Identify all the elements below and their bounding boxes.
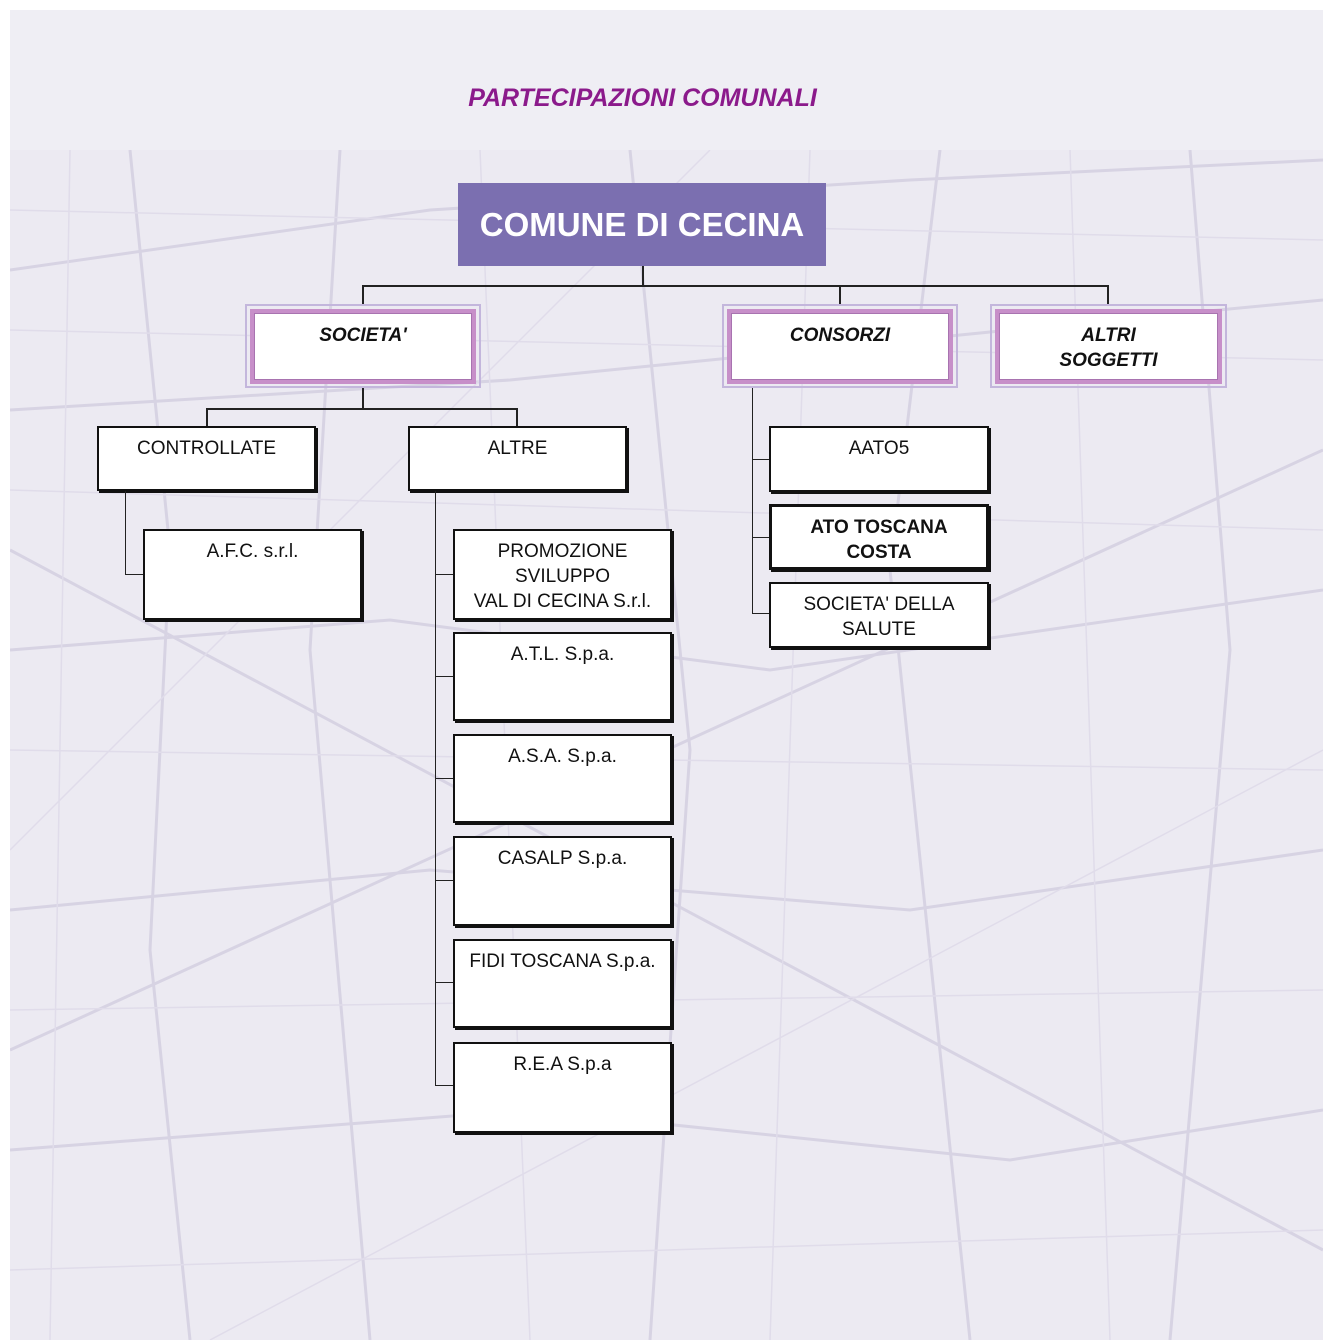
group-controllate: CONTROLLATE xyxy=(97,426,316,491)
connector xyxy=(435,982,454,983)
connector xyxy=(125,491,126,575)
connector xyxy=(435,676,454,677)
category-societa: SOCIETA' xyxy=(250,309,476,384)
connector xyxy=(752,537,770,538)
category-consorzi: CONSORZI xyxy=(727,309,953,384)
connector xyxy=(752,613,770,614)
connector xyxy=(125,574,144,575)
root-label: COMUNE DI CECINA xyxy=(479,205,805,243)
category-frame-societa xyxy=(245,304,481,388)
root-node: COMUNE DI CECINA xyxy=(458,183,826,266)
category-frame-consorzi xyxy=(722,304,958,388)
consorzio-node: ATO TOSCANA COSTA xyxy=(769,504,989,570)
company-node: A.S.A. S.p.a. xyxy=(453,734,672,823)
connector xyxy=(206,408,208,427)
connector xyxy=(839,285,841,305)
category-frame-altri-soggetti xyxy=(990,304,1227,388)
consorzio-node: SOCIETA' DELLA SALUTE xyxy=(769,582,989,648)
connector xyxy=(362,285,364,305)
connector xyxy=(516,408,518,427)
company-node: CASALP S.p.a. xyxy=(453,836,672,926)
company-node: A.T.L. S.p.a. xyxy=(453,632,672,721)
connector xyxy=(752,459,770,460)
connector xyxy=(1107,285,1109,305)
connector xyxy=(752,388,753,613)
group-altre: ALTRE xyxy=(408,426,627,491)
category-altri-soggetti: ALTRI SOGGETTI xyxy=(995,309,1222,384)
company-node: R.E.A S.p.a xyxy=(453,1042,672,1133)
page-title: PARTECIPAZIONI COMUNALI xyxy=(468,84,817,112)
connector xyxy=(206,408,518,410)
company-node: A.F.C. s.r.l. xyxy=(143,529,362,620)
consorzio-node: AATO5 xyxy=(769,426,989,492)
company-node: FIDI TOSCANA S.p.a. xyxy=(453,939,672,1028)
connector xyxy=(362,285,1109,287)
connector xyxy=(642,266,644,285)
connector xyxy=(362,388,364,408)
connector xyxy=(435,778,454,779)
connector xyxy=(435,491,436,1086)
company-node: PROMOZIONE SVILUPPO VAL DI CECINA S.r.l. xyxy=(453,529,672,620)
connector xyxy=(435,574,454,575)
connector xyxy=(435,880,454,881)
connector xyxy=(435,1085,454,1086)
